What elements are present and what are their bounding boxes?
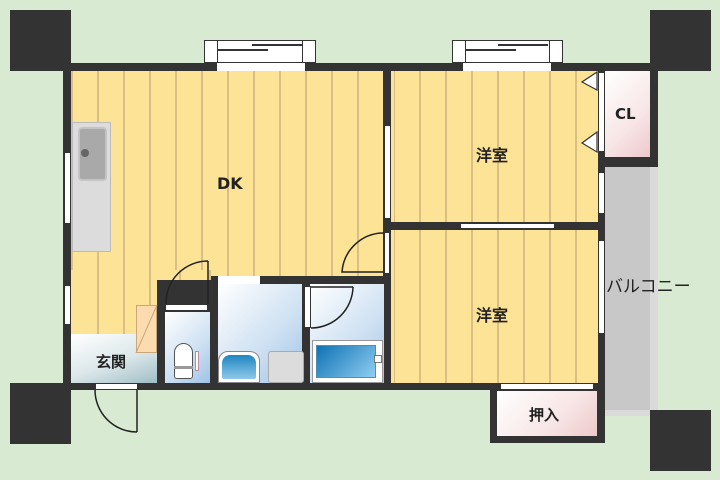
bathroom-door-leaf[interactable] (304, 286, 311, 328)
washroom-opening[interactable] (218, 276, 260, 284)
room2-balcony-window[interactable] (598, 240, 605, 334)
dk-window-frame-right (302, 40, 316, 63)
dk-window-opening (217, 63, 305, 71)
bathtub-water (316, 345, 376, 378)
shoe-cabinet-diagonal (135, 304, 158, 354)
bathroom-door-swing-icon (310, 286, 354, 329)
dk-room1-sliding-door[interactable] (384, 125, 391, 219)
wash-basin-bowl (222, 355, 256, 379)
room1-balcony-window[interactable] (598, 172, 605, 214)
western-room-1-floor (391, 71, 598, 222)
bath-faucet-icon (374, 355, 382, 363)
room1-window-frame-right (549, 40, 563, 63)
room2-door-leaf[interactable] (384, 232, 390, 274)
balcony-label: バルコニー (606, 277, 691, 297)
balcony-edge (650, 163, 658, 410)
dk-window-frame-left (204, 40, 218, 63)
balcony-bottom-edge (604, 410, 650, 416)
dk-floor (71, 71, 383, 276)
western-room-2-label: 洋室 (476, 306, 509, 325)
pillar-top-left (10, 10, 71, 71)
toilet-remote-icon (195, 351, 199, 371)
closet-label: CL (615, 105, 636, 123)
pillar-top-right (650, 10, 711, 71)
western-room-1-label: 洋室 (476, 146, 509, 165)
room1-window-frame-left (452, 40, 466, 63)
closet-door-swing-icon (580, 70, 598, 154)
pillar-bottom-left (10, 383, 71, 444)
room2-door-swing-icon (341, 232, 385, 273)
closet-floor (605, 71, 650, 157)
storage-sliding-door[interactable] (500, 383, 594, 390)
dk-hall-floor (155, 270, 211, 280)
storage-label: 押入 (529, 406, 560, 424)
western-room-2-floor (391, 230, 598, 383)
room1-window-opening (463, 63, 551, 71)
entrance-label: 玄関 (96, 353, 127, 371)
room1-window-rail (466, 49, 516, 51)
entrance-door-leaf[interactable] (95, 383, 138, 390)
kitchen-side-window[interactable] (64, 152, 71, 224)
toilet-door-leaf[interactable] (165, 304, 208, 311)
toilet-door-swing-icon (165, 260, 209, 305)
closet-door[interactable] (598, 72, 605, 152)
toilet-tank-line (174, 366, 193, 369)
dk-label: DK (217, 174, 243, 193)
room1-window-rail-2 (498, 44, 548, 46)
balcony (604, 163, 650, 413)
dk-side-window[interactable] (64, 285, 71, 325)
faucet-icon (81, 149, 89, 157)
kitchen-sink-icon (78, 127, 107, 181)
storage-floor (497, 391, 597, 436)
dk-window-rail (218, 49, 268, 51)
dk-window-rail-2 (252, 44, 302, 46)
toilet-icon (174, 343, 193, 379)
room1-room2-sliding-door[interactable] (460, 223, 555, 229)
pillar-bottom-right (650, 410, 711, 471)
entrance-door-swing-icon (94, 389, 138, 433)
washing-machine-pan-icon (268, 351, 304, 383)
